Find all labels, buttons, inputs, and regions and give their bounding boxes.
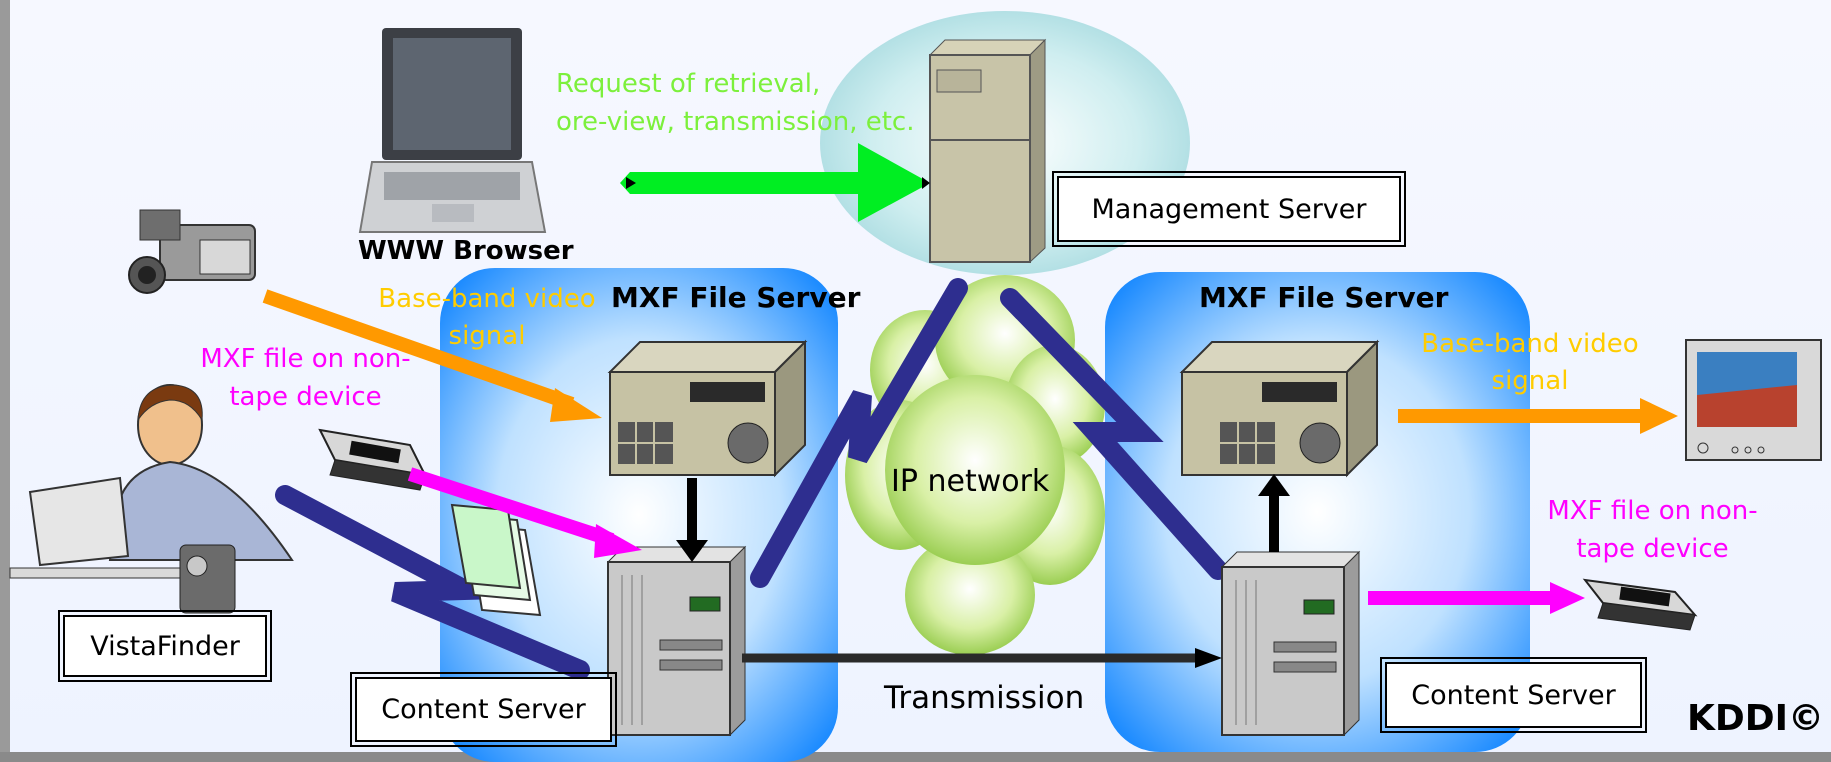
copyright-label: KDDI© [1687,698,1825,739]
link-management-content-right [1000,288,1228,580]
content-server-right-icon [1220,550,1361,737]
vistafinder-label: VistaFinder [58,610,272,682]
request-arrow [620,143,930,222]
mxf-nontape-right-line1: MXF file on non- [1547,496,1758,526]
mxf-nontape-left-line2: tape device [229,382,382,412]
management-server-text: Management Server [1091,193,1367,225]
content-server-right-text: Content Server [1411,679,1616,711]
baseband-left-line1: Base-band video [378,284,596,314]
bottom-frame-edge [0,752,1831,762]
management-server-label: Management Server [1052,171,1406,247]
mxf-nontape-left-label: MXF file on non- tape device [183,340,428,416]
network-links [275,278,1228,680]
content-server-left-label: Content Server [350,672,617,747]
baseband-left-line2: signal [448,321,526,351]
baseband-left-arrow-line [262,289,575,411]
baseband-right-line2: signal [1491,366,1569,396]
mxf-left-arrow-line [407,467,615,547]
content-server-left-text: Content Server [381,694,586,725]
documents-icon [450,503,542,617]
mxf-nontape-right-line2: tape device [1576,534,1729,564]
content-server-left-icon [606,545,747,737]
mxf-file-server-left-label: MXF File Server [611,281,861,314]
person-with-laptop-icon [9,384,294,614]
link-content-management [750,278,968,588]
video-camera-icon [128,209,256,294]
request-label-line1: Request of retrieval, [556,69,821,99]
arrows [262,143,1678,668]
link-vistafinder-content [275,485,590,680]
transmission-label: Transmission [884,680,1085,716]
content-server-right-label: Content Server [1380,657,1647,733]
www-browser-label: WWW Browser [358,236,574,266]
vistafinder-text: VistaFinder [90,630,240,662]
monitor-icon [1685,339,1822,461]
mxf-nontape-left-line1: MXF file on non- [200,344,411,374]
tape-cartridge-right-icon [1582,578,1698,631]
mxf-file-server-right-icon [1179,339,1380,478]
request-label-line2: ore-view, transmission, etc. [556,107,915,137]
baseband-left-label: Base-band video signal [372,281,602,355]
left-frame-edge [0,0,10,762]
laptop-icon [358,28,547,233]
mxf-nontape-right-label: MXF file on non- tape device [1530,492,1775,568]
ip-network-label: IP network [891,464,1050,499]
baseband-right-line1: Base-band video [1421,329,1639,359]
baseband-right-label: Base-band video signal [1415,326,1645,400]
mxf-file-server-left-icon [607,339,808,478]
management-server-icon [928,38,1047,264]
mxf-file-server-right-label: MXF File Server [1199,281,1449,314]
